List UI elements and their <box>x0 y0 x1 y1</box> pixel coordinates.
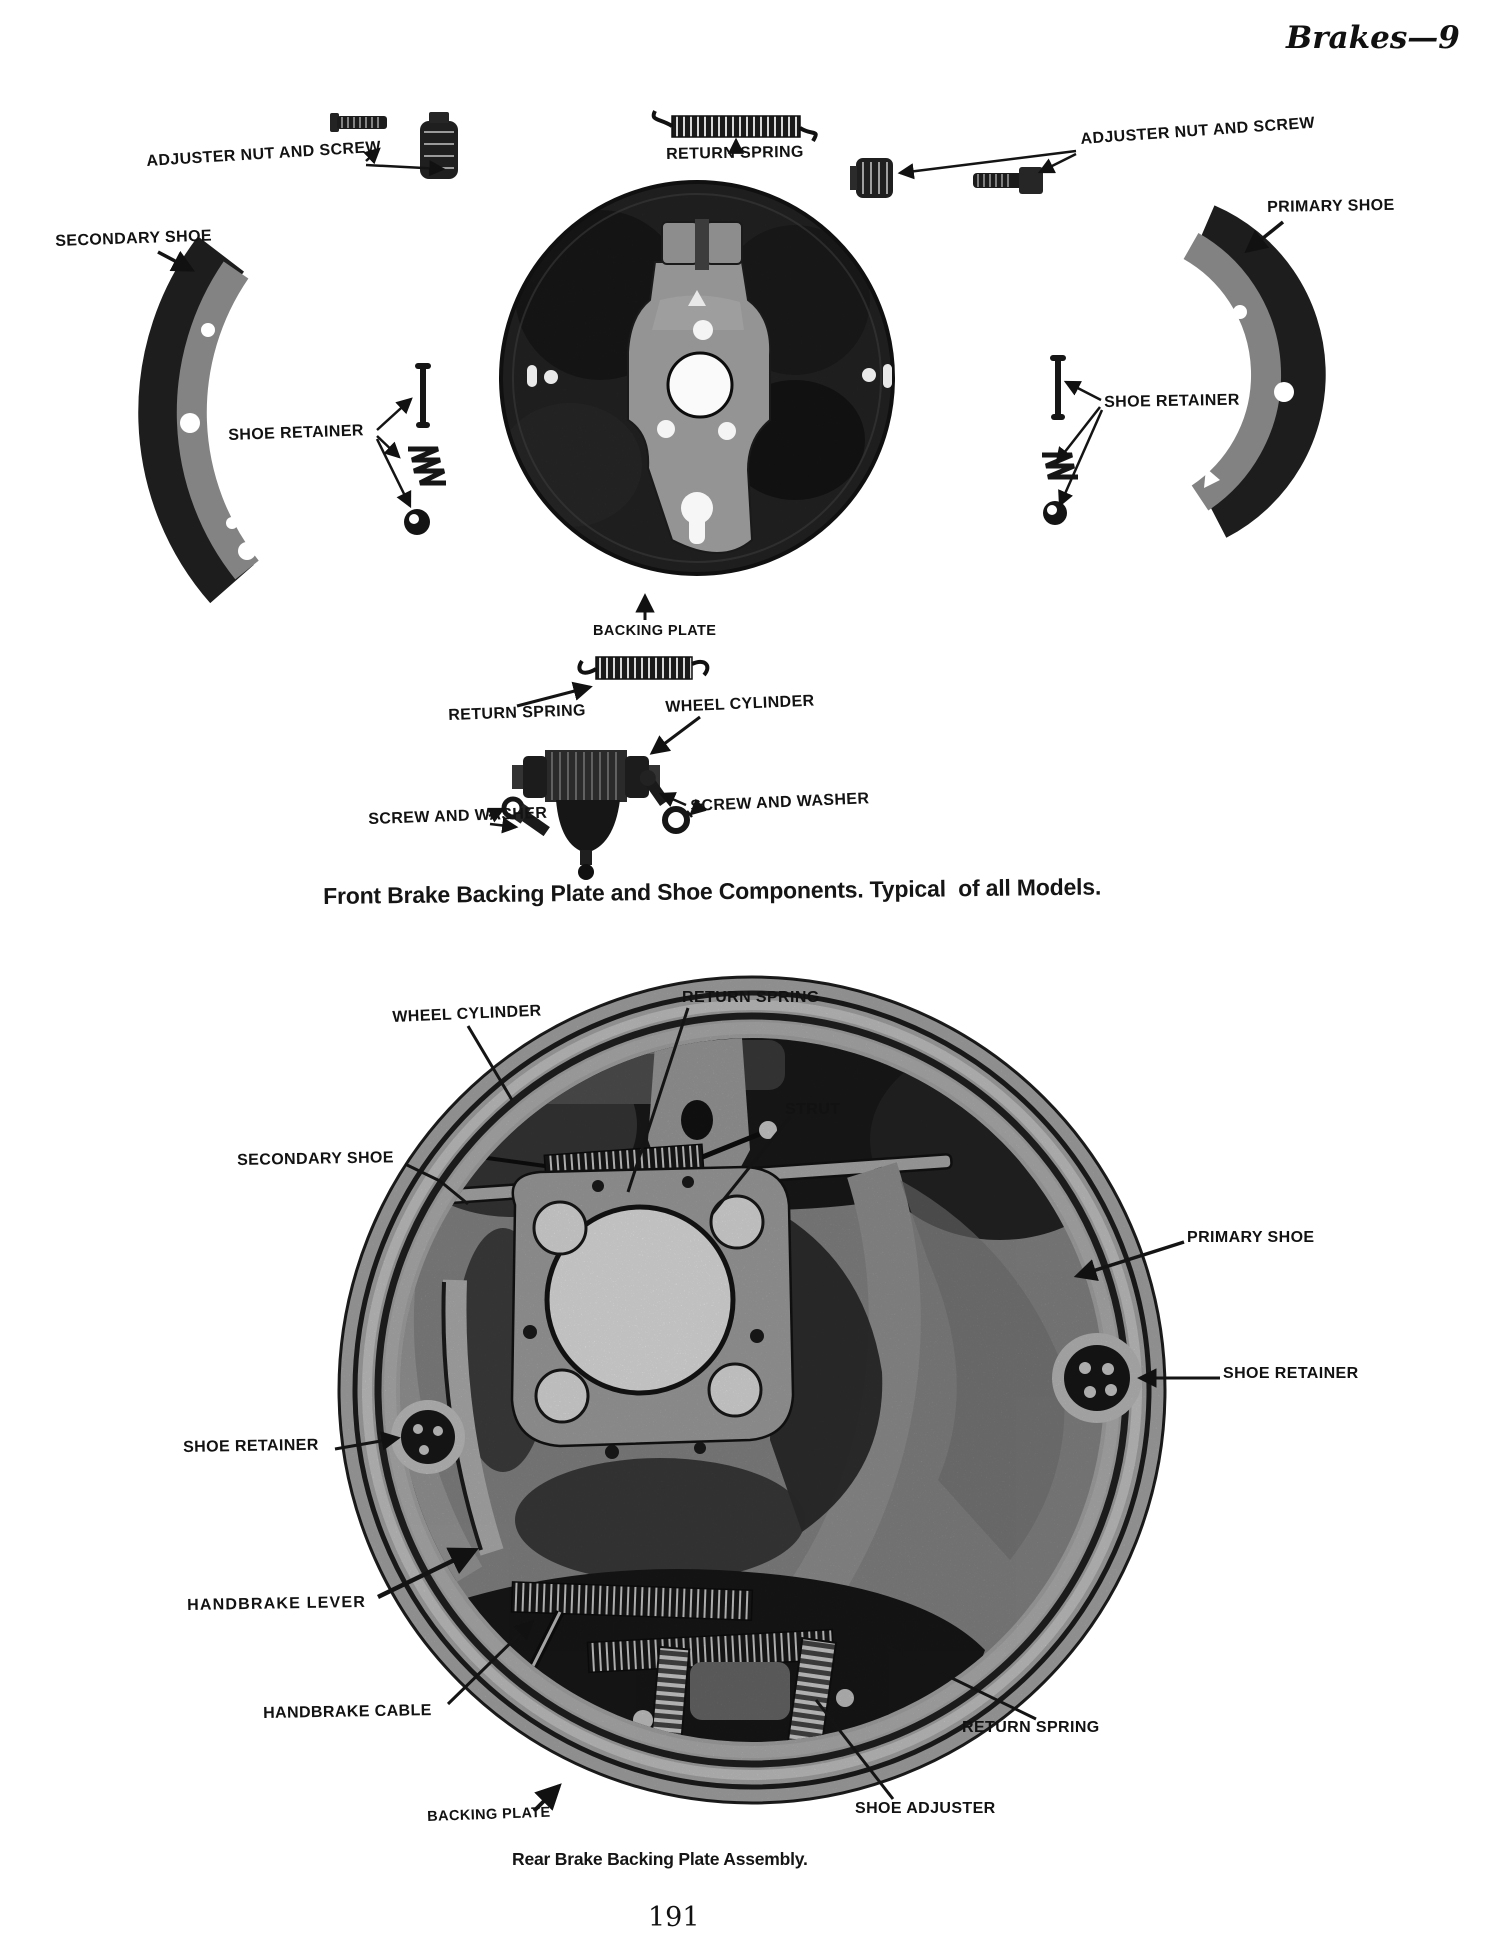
page-number: 191 <box>648 1902 700 1933</box>
label2-return-spring-top: RETURN SPRING <box>682 989 820 1006</box>
label-primary-shoe: PRIMARY SHOE <box>1267 196 1395 216</box>
label2-shoe-adjuster: SHOE ADJUSTER <box>855 1800 996 1817</box>
label-return-spring-top: RETURN SPRING <box>666 143 804 163</box>
label2-primary-shoe: PRIMARY SHOE <box>1187 1229 1315 1246</box>
adjuster-nut-right-part <box>850 158 1043 198</box>
label-backing-plate: BACKING PLATE <box>593 623 717 639</box>
rear-brake-figure <box>334 975 1220 1813</box>
shoe-retainer-left-parts <box>404 363 446 535</box>
screw-washer-right-parts <box>639 769 690 834</box>
label2-return-spring-bottom: RETURN SPRING <box>962 1719 1100 1736</box>
label2-strut: STRUT <box>785 1101 841 1118</box>
secondary-shoe-part <box>138 236 267 604</box>
label-shoe-retainer-right: SHOE RETAINER <box>1104 391 1240 411</box>
return-spring-top-part <box>651 110 818 143</box>
backing-plate-part <box>499 180 895 576</box>
label2-shoe-retainer-right: SHOE RETAINER <box>1223 1365 1359 1382</box>
front-brake-figure <box>138 110 1326 880</box>
wheel-cylinder-part <box>512 750 660 880</box>
shoe-retainer-right-parts <box>1042 355 1078 525</box>
return-spring-bottom-part <box>577 656 710 680</box>
label2-handbrake-cable: HANDBRAKE CABLE <box>263 1702 432 1722</box>
rear-figure-caption: Rear Brake Backing Plate Assembly. <box>512 1849 808 1869</box>
label2-secondary-shoe: SECONDARY SHOE <box>237 1149 395 1169</box>
label2-handbrake-lever: HANDBRAKE LEVER <box>187 1593 367 1614</box>
page-header-title: Brakes—9 <box>1286 20 1460 56</box>
label2-shoe-retainer-left: SHOE RETAINER <box>183 1436 319 1456</box>
primary-shoe-part <box>1183 205 1326 538</box>
